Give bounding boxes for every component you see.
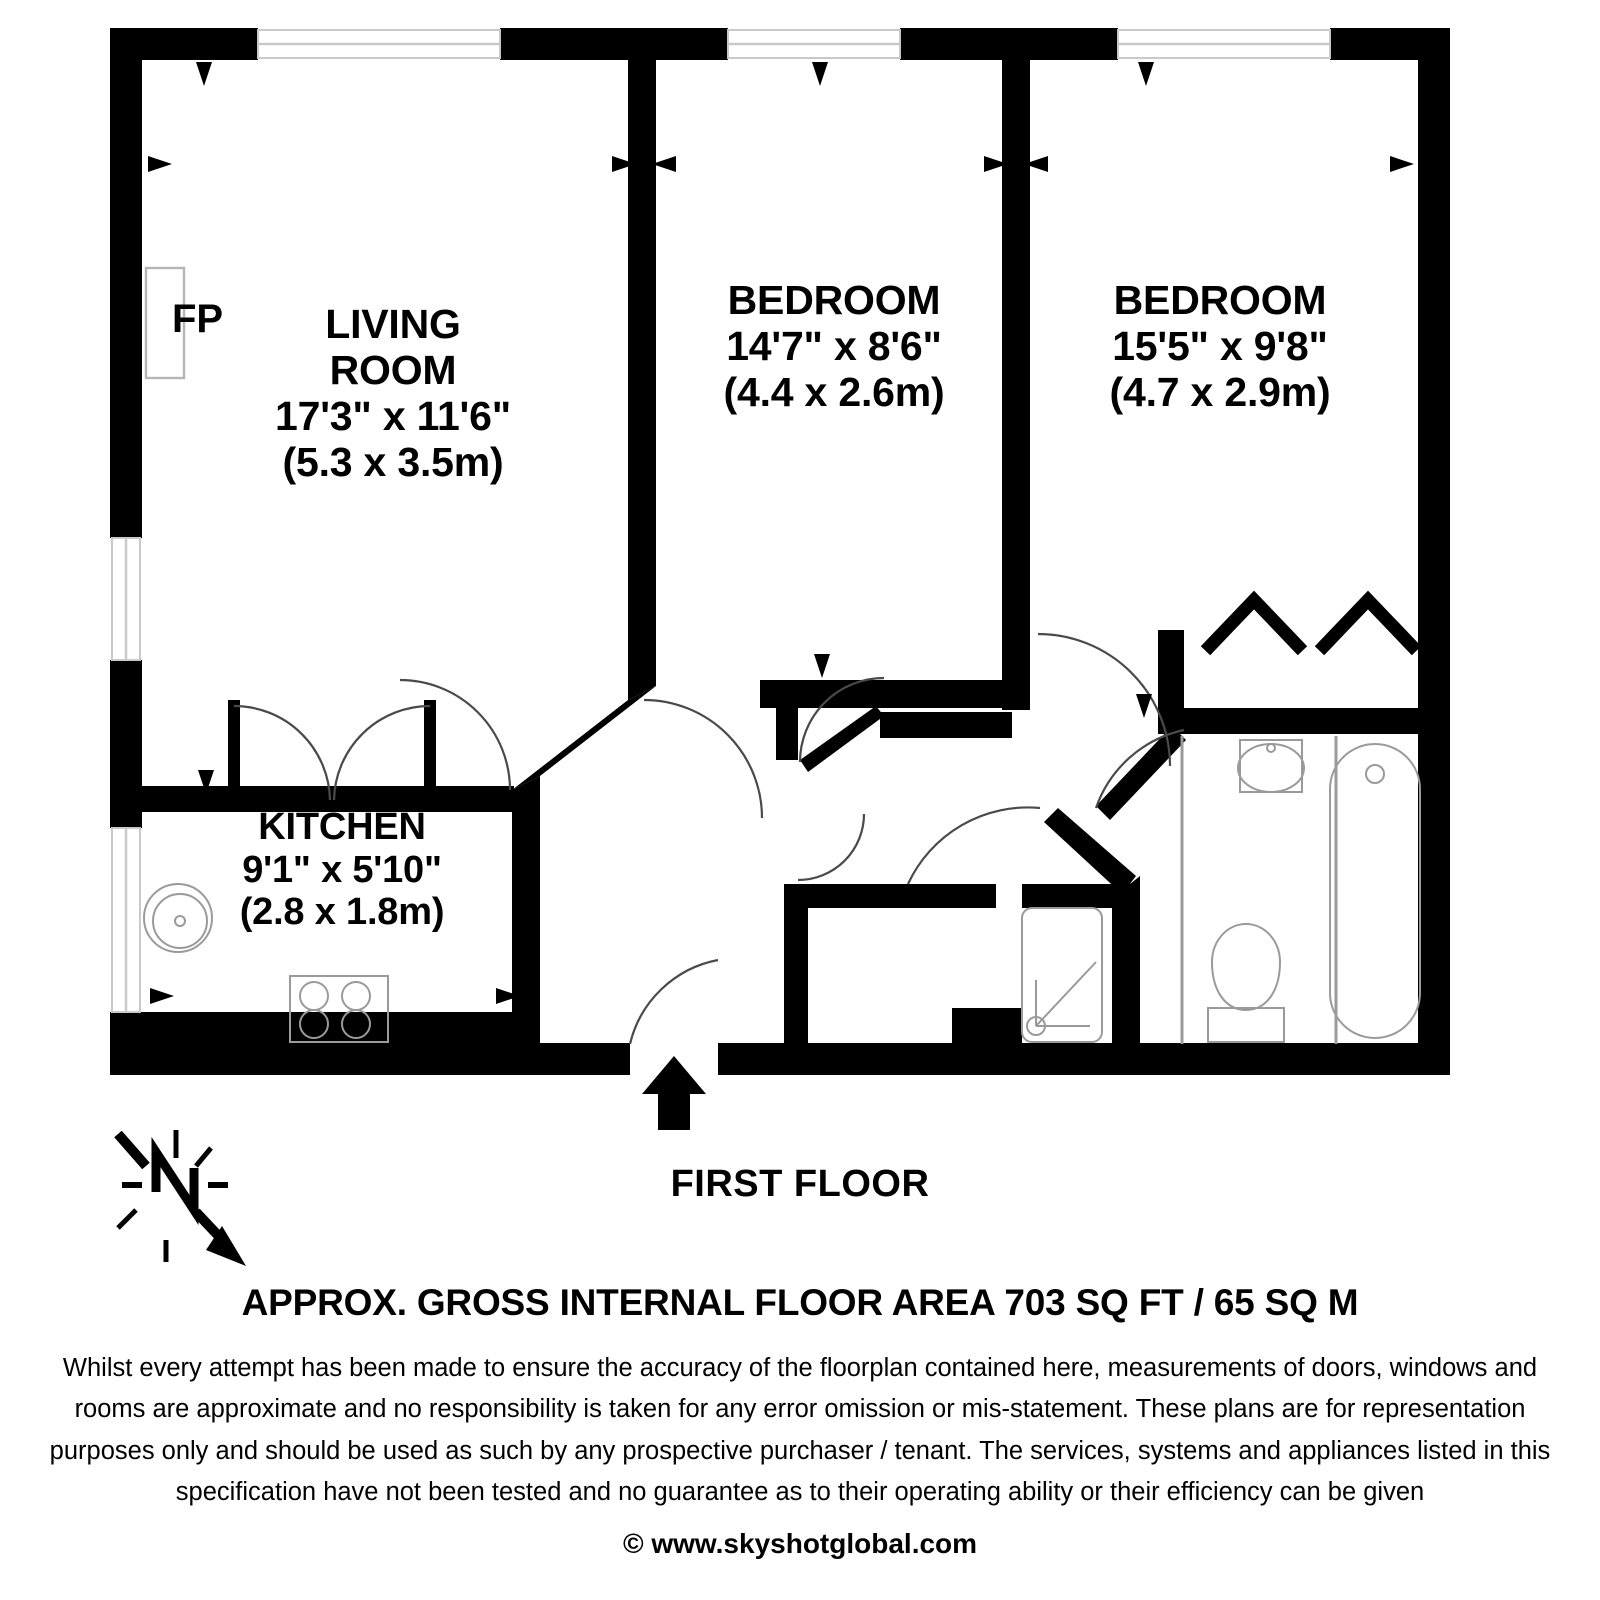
wall-bed1-bed2: [1002, 40, 1030, 710]
swing-bedroom2: [1037, 632, 1172, 767]
disclaimer-line-1: Whilst every attempt has been made to en…: [62, 1354, 1538, 1382]
wall-hall-bed1: [880, 712, 1012, 738]
wardrobe-doors-bedroom2: [1200, 590, 1422, 656]
shower-cubicle-icon: [1021, 907, 1103, 1043]
disclaimer-text: Whilst every attempt has been made to en…: [28, 1348, 1572, 1513]
wall-left-1: [110, 28, 142, 538]
wall-top-2: [500, 28, 728, 60]
bedroom-2-imperial: 15'5" x 9'8": [1112, 322, 1328, 369]
outer-walls: [110, 28, 1450, 1075]
disclaimer-line-2: rooms are approximate and no responsibil…: [74, 1395, 1526, 1424]
swing-shower: [907, 806, 1041, 885]
living-room-name-line2: ROOM: [329, 346, 457, 393]
living-room-imperial: 17'3" x 11'6": [275, 392, 511, 439]
floor-title: FIRST FLOOR: [670, 1163, 930, 1205]
window-top-bedroom1: [727, 29, 901, 59]
bedroom-1-name: BEDROOM: [727, 277, 941, 323]
copyright-notice: © www.skyshotglobal.com: [622, 1528, 978, 1559]
window-left-upper: [111, 537, 141, 661]
swing-living-room: [643, 698, 764, 819]
room-label-kitchen: KITCHEN 9'1" x 5'10" (2.8 x 1.8m): [222, 806, 462, 934]
room-label-bedroom-2: BEDROOM 15'5" x 9'8" (4.7 x 2.9m): [1050, 277, 1390, 416]
wall-right: [1418, 28, 1450, 1075]
swing-entrance: [628, 958, 719, 1045]
wall-bed1-bottom: [760, 680, 1010, 708]
gross-internal-area-label: APPROX. GROSS INTERNAL FLOOR AREA 703 SQ…: [241, 1282, 1359, 1323]
swing-hall-left: [399, 678, 512, 791]
wall-cupboard-top: [784, 884, 996, 908]
bedroom-2-name: BEDROOM: [1113, 277, 1327, 323]
room-label-bedroom-1: BEDROOM 14'7" x 8'6" (4.4 x 2.6m): [664, 277, 1004, 416]
bathroom-bath-icon: [1329, 743, 1421, 1039]
swing-bedroom1: [798, 676, 885, 763]
disclaimer-line-3: purposes only and should be used as such…: [49, 1436, 1551, 1465]
swing-bathroom: [1094, 728, 1185, 809]
wardrobe-door-left: [1200, 590, 1308, 656]
dimension-markers: [148, 62, 1414, 1044]
kitchen-sink-icon: [143, 883, 213, 953]
kitchen-hob-icon: [289, 975, 389, 1043]
internal-walls: [142, 40, 1450, 1048]
window-top-bedroom2: [1117, 29, 1331, 59]
wall-living-right-bevel: [628, 60, 656, 118]
room-label-living-room: LIVING ROOM 17'3" x 11'6" (5.3 x 3.5m): [228, 301, 558, 486]
wall-bed1-bottom-jamb: [776, 708, 798, 760]
wall-shower-left: [1112, 876, 1140, 1044]
disclaimer-line-4: specification have not been tested and n…: [175, 1477, 1425, 1506]
wall-cupboard-left: [784, 884, 808, 1044]
fireplace-label: FP: [172, 297, 224, 341]
wall-kitchen-jamb-left: [228, 700, 240, 788]
window-top-living: [257, 29, 501, 59]
wall-kitchen-right: [512, 776, 540, 1048]
fireplace-icon: [144, 266, 186, 380]
door-leaf-shower: [1044, 808, 1136, 894]
door-leaf-bedroom1: [800, 706, 884, 772]
window-left-lower: [111, 827, 141, 1013]
wardrobe-door-right: [1314, 590, 1422, 656]
swing-kitchen-right: [332, 704, 431, 801]
kitchen-metric: (2.8 x 1.8m): [239, 891, 445, 934]
living-room-name-line1: LIVING: [325, 301, 461, 347]
fixtures: [143, 266, 1421, 1043]
bedroom-1-metric: (4.4 x 2.6m): [723, 368, 945, 415]
bedroom-1-imperial: 14'7" x 8'6": [726, 322, 942, 369]
wall-bottom-left: [110, 1043, 630, 1075]
wall-bed2-bottom: [1158, 708, 1450, 734]
door-leaf-bathroom: [1096, 726, 1186, 820]
compass-north-icon: [114, 1130, 246, 1266]
wall-kitchen-jamb-right: [424, 700, 436, 788]
kitchen-imperial: 9'1" x 5'10": [242, 848, 442, 891]
wall-left-2: [110, 660, 142, 828]
wall-bottom-right: [718, 1043, 1450, 1075]
bathroom-toilet-icon: [1207, 923, 1285, 1043]
bathroom-basin-icon: [1237, 739, 1305, 793]
wall-cupboard-bottom: [952, 1008, 1022, 1044]
kitchen-name: KITCHEN: [258, 806, 426, 848]
swing-kitchen-left: [233, 704, 332, 801]
wall-hall-angle-1: [512, 686, 656, 790]
door-swings: [233, 632, 1185, 1045]
wall-living-right: [628, 60, 656, 700]
bedroom-2-metric: (4.7 x 2.9m): [1109, 368, 1331, 415]
swing-cupboard: [797, 813, 866, 882]
living-room-metric: (5.3 x 3.5m): [282, 438, 504, 485]
entrance-arrow-icon: [642, 1056, 706, 1130]
